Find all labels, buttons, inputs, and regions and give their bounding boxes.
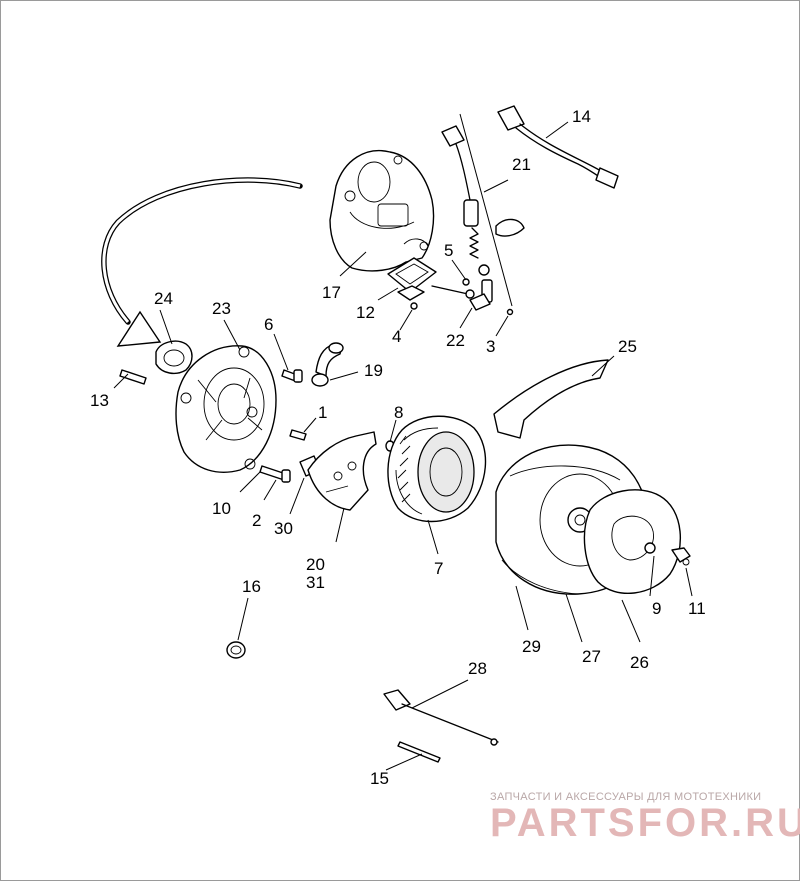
filter-element bbox=[387, 415, 487, 523]
callout-21: 21 bbox=[512, 155, 531, 174]
callout-10: 10 bbox=[212, 499, 231, 518]
screw-1 bbox=[289, 429, 307, 441]
callout-9: 9 bbox=[652, 599, 661, 618]
callout-16: 16 bbox=[242, 577, 261, 596]
callout-19: 19 bbox=[364, 361, 383, 380]
callout-15: 15 bbox=[370, 769, 389, 788]
callout-11: 11 bbox=[688, 599, 706, 618]
callout-3: 3 bbox=[486, 337, 495, 356]
callout-26: 26 bbox=[630, 653, 649, 672]
gasket bbox=[155, 340, 193, 375]
leader-lines bbox=[113, 121, 693, 771]
screw-11 bbox=[671, 547, 691, 566]
callout-5: 5 bbox=[444, 241, 453, 260]
callout-4: 4 bbox=[392, 327, 401, 346]
backplate-housing bbox=[329, 150, 435, 272]
breather-tube bbox=[311, 342, 344, 387]
bolt-6 bbox=[281, 369, 303, 383]
pin-15 bbox=[397, 741, 441, 763]
callout-31: 31 bbox=[306, 573, 325, 592]
callout-13: 13 bbox=[90, 391, 109, 410]
screw-2 bbox=[259, 465, 291, 483]
callout-6: 6 bbox=[264, 315, 273, 334]
choke-cable bbox=[441, 113, 525, 316]
backing-plate bbox=[175, 345, 277, 473]
watermark: ЗАПЧАСТИ И АКСЕССУАРЫ ДЛЯ МОТОТЕХНИКИ PA… bbox=[490, 791, 800, 845]
callout-23: 23 bbox=[212, 299, 231, 318]
callout-30: 30 bbox=[274, 519, 293, 538]
callout-25: 25 bbox=[618, 337, 637, 356]
callout-20: 20 bbox=[306, 555, 325, 574]
callout-7: 7 bbox=[434, 559, 443, 578]
stud-13 bbox=[119, 369, 147, 385]
callout-12: 12 bbox=[356, 303, 375, 322]
callout-14: 14 bbox=[572, 107, 591, 126]
deflector bbox=[493, 359, 609, 439]
cable-28 bbox=[383, 689, 499, 746]
baffle bbox=[307, 431, 377, 511]
callout-2: 2 bbox=[252, 511, 261, 530]
callout-17: 17 bbox=[322, 283, 341, 302]
callout-29: 29 bbox=[522, 637, 541, 656]
trim-plate bbox=[583, 489, 682, 594]
callout-27: 27 bbox=[582, 647, 601, 666]
callout-22: 22 bbox=[446, 331, 465, 350]
assembly-arrow bbox=[101, 177, 303, 347]
callout-labels: 1 2 3 4 5 6 7 8 9 10 11 12 13 14 15 16 1… bbox=[90, 107, 706, 788]
choke-plate bbox=[387, 257, 437, 301]
callout-1: 1 bbox=[318, 403, 327, 422]
watermark-logo: PARTSFOR.RU bbox=[490, 801, 800, 845]
cable-bracket bbox=[469, 293, 491, 311]
wiring-harness bbox=[497, 105, 619, 189]
plug-16 bbox=[226, 641, 246, 659]
screw-4 bbox=[410, 302, 418, 310]
watermark-tagline: ЗАПЧАСТИ И АКСЕССУАРЫ ДЛЯ МОТОТЕХНИКИ bbox=[490, 791, 761, 803]
choke-linkage bbox=[431, 278, 475, 299]
callout-24: 24 bbox=[154, 289, 173, 308]
callout-8: 8 bbox=[394, 403, 403, 422]
callout-28: 28 bbox=[468, 659, 487, 678]
